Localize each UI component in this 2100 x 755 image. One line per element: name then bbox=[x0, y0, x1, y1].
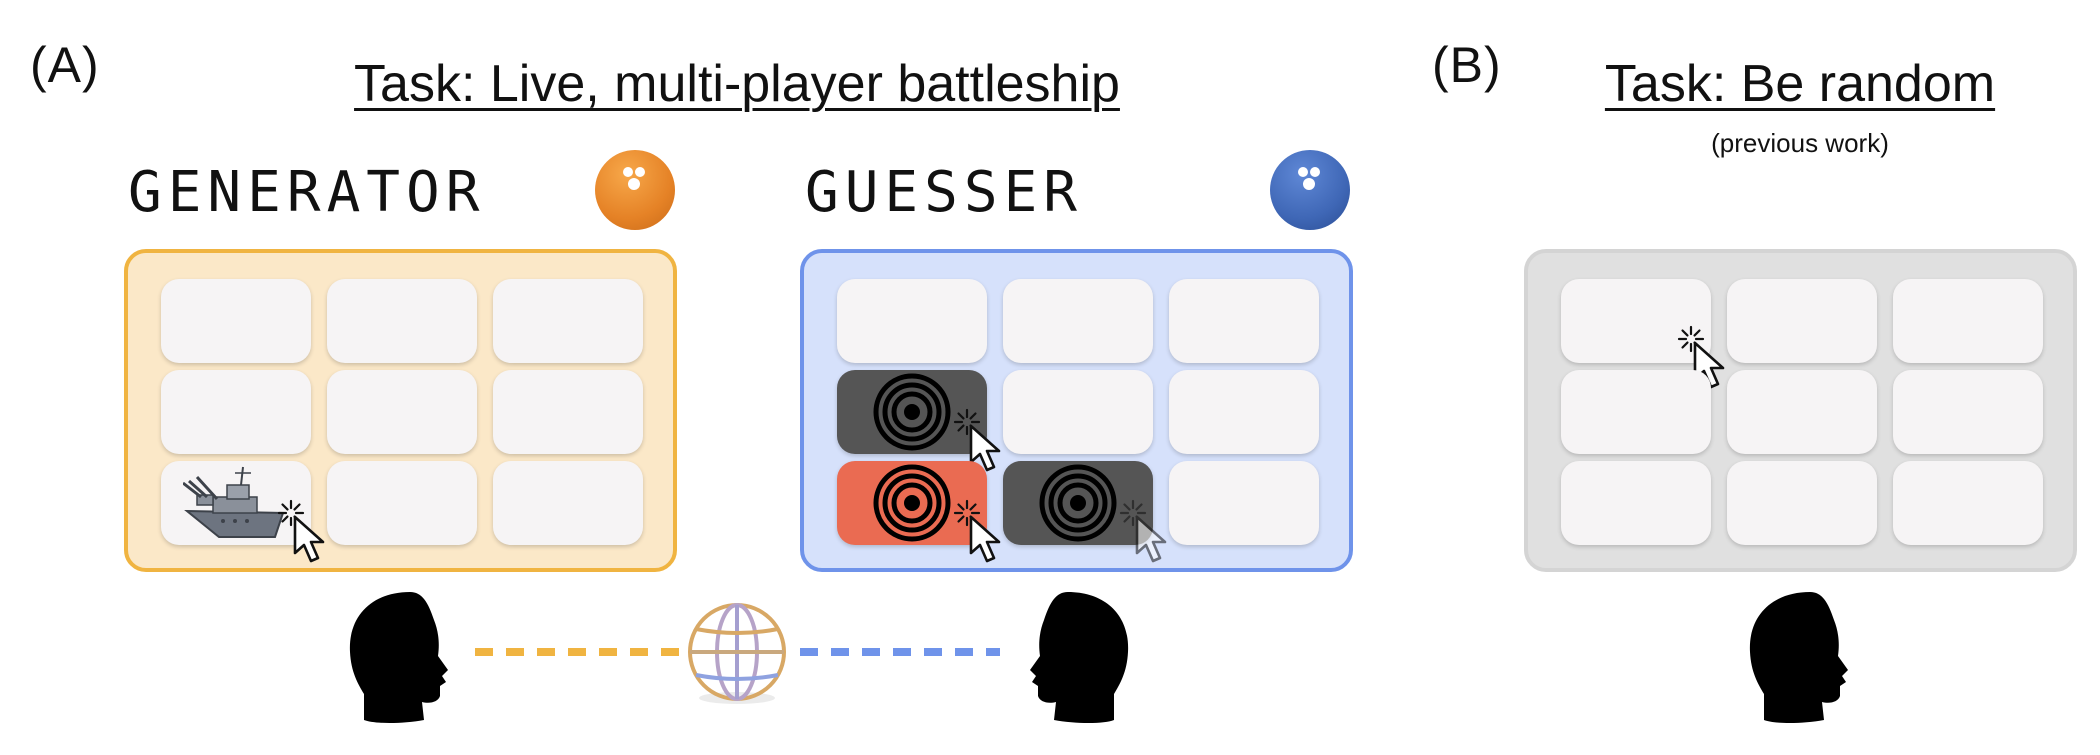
guesser-cell-3-3[interactable] bbox=[1169, 461, 1319, 545]
generator-cell-1-3[interactable] bbox=[493, 279, 643, 363]
guesser-cell-1-3[interactable] bbox=[1169, 279, 1319, 363]
generator-cell-1-2[interactable] bbox=[327, 279, 477, 363]
random-cell-2-3[interactable] bbox=[1893, 370, 2043, 454]
random-cell-2-1[interactable] bbox=[1561, 370, 1711, 454]
panel-b-label: (B) bbox=[1432, 37, 1502, 93]
battleship-icon bbox=[183, 466, 285, 538]
panel-a-label: (A) bbox=[30, 37, 100, 93]
click-cursor-icon bbox=[953, 499, 1001, 563]
random-person-head-icon bbox=[1749, 592, 1848, 723]
target-icon bbox=[873, 373, 951, 451]
generator-board bbox=[124, 249, 677, 572]
guesser-cell-2-1[interactable] bbox=[837, 370, 1001, 472]
generator-cell-2-1[interactable] bbox=[161, 370, 311, 454]
generator-title: GENERATOR bbox=[128, 160, 486, 225]
generator-cell-2-2[interactable] bbox=[327, 370, 477, 454]
panel-b-subtitle: (previous work) bbox=[1711, 128, 1889, 158]
generator-cell-1-1[interactable] bbox=[161, 279, 311, 363]
generator-avatar bbox=[595, 150, 675, 230]
generator-person-head-icon bbox=[349, 592, 448, 723]
guesser-board bbox=[800, 249, 1353, 572]
guesser-title: GUESSER bbox=[805, 160, 1084, 225]
random-cell-1-2[interactable] bbox=[1727, 279, 1877, 363]
click-cursor-icon bbox=[1119, 499, 1167, 563]
generator-cell-2-3[interactable] bbox=[493, 370, 643, 454]
panel-a-task-title: Task: Live, multi-player battleship bbox=[354, 55, 1120, 113]
random-cell-3-1[interactable] bbox=[1561, 461, 1711, 545]
target-icon bbox=[1039, 464, 1117, 542]
random-cell-1-3[interactable] bbox=[1893, 279, 2043, 363]
generator-avatar-holes-icon bbox=[623, 167, 645, 190]
random-cell-1-1[interactable] bbox=[1561, 279, 1725, 389]
random-cell-3-2[interactable] bbox=[1727, 461, 1877, 545]
guesser-cell-3-2[interactable] bbox=[1003, 461, 1167, 563]
generator-cell-3-3[interactable] bbox=[493, 461, 643, 545]
guesser-cell-2-3[interactable] bbox=[1169, 370, 1319, 454]
generator-cell-3-1[interactable] bbox=[161, 461, 325, 563]
random-cell-3-3[interactable] bbox=[1893, 461, 2043, 545]
random-board bbox=[1524, 249, 2077, 572]
guesser-cell-1-1[interactable] bbox=[837, 279, 987, 363]
click-cursor-icon bbox=[953, 408, 1001, 472]
guesser-avatar-holes-icon bbox=[1298, 167, 1320, 190]
guesser-cell-3-1[interactable] bbox=[837, 461, 1001, 563]
target-icon bbox=[873, 464, 951, 542]
random-cell-2-2[interactable] bbox=[1727, 370, 1877, 454]
globe-icon bbox=[688, 603, 786, 704]
guesser-cell-2-2[interactable] bbox=[1003, 370, 1153, 454]
guesser-avatar bbox=[1270, 150, 1350, 230]
generator-cell-3-2[interactable] bbox=[327, 461, 477, 545]
click-cursor-icon bbox=[277, 499, 325, 563]
guesser-cell-1-2[interactable] bbox=[1003, 279, 1153, 363]
guesser-person-head-icon bbox=[1030, 592, 1129, 723]
panel-b-task-title: Task: Be random bbox=[1604, 55, 1996, 113]
